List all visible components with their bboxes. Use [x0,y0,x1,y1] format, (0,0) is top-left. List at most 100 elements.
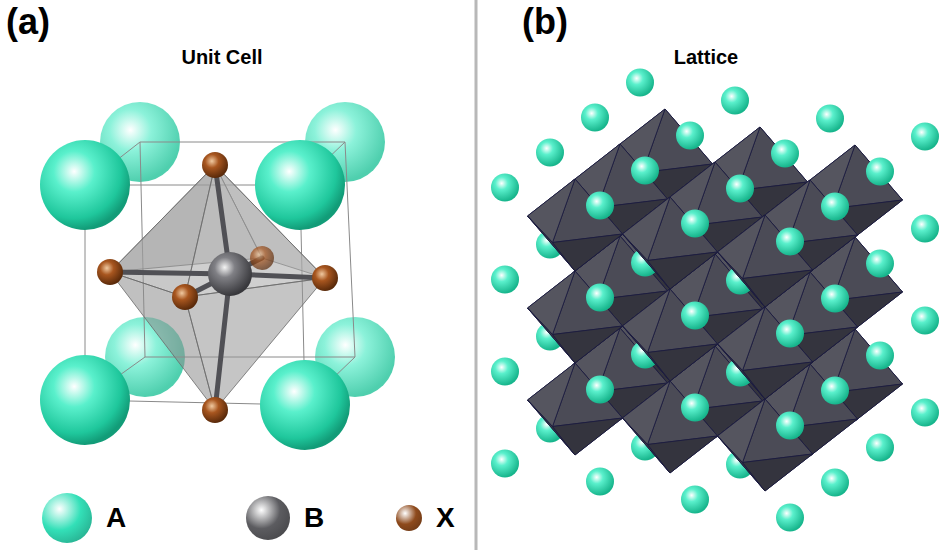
atom-sphere [586,192,614,220]
panel-divider [475,0,478,550]
octahedron-face [553,326,623,363]
a-site-atom [866,158,894,186]
a-site-atom [626,69,654,97]
atom-sphere [586,468,614,496]
legend-item: A [42,493,126,543]
a-site-atom [776,320,804,348]
octahedron-face [743,270,813,307]
a-site-atom [776,412,804,440]
panel-letter: (a) [6,2,50,42]
octahedron-face [718,399,766,463]
bx6-octahedron [718,215,813,307]
atom-sphere [911,123,939,151]
atom-sphere [821,377,849,405]
octahedron-face [648,344,718,381]
atom-sphere [776,228,804,256]
atom-sphere [631,157,659,185]
a-site-atom [821,377,849,405]
octahedron-outline [623,289,718,381]
octahedron-outline [528,363,623,455]
a-site-atom [776,504,804,532]
atom-sphere [491,174,519,202]
legend-swatch [246,496,290,540]
a-site-atom [821,285,849,313]
octahedron-face [743,362,813,399]
x-site-atom [202,152,228,178]
atom-sphere [866,250,894,278]
atom-sphere [491,266,519,294]
legend-item: X [396,503,455,534]
atom-sphere [676,122,704,150]
a-site-atom [586,284,614,312]
a-site-atom [866,250,894,278]
a-site-atom [776,228,804,256]
atom-sphere [866,342,894,370]
octahedron-outline [718,307,813,399]
a-site-atom [491,266,519,294]
x-site-atom [172,284,198,310]
atom-sphere [626,69,654,97]
x-site-atom [312,265,338,291]
a-site-atom [911,215,939,243]
legend-swatch [42,493,92,543]
bx6-octahedron [623,381,718,473]
octahedron-outline [718,399,813,491]
a-site-atom [866,342,894,370]
a-site-atom [586,468,614,496]
atom-sphere [866,158,894,186]
atom-sphere [726,175,754,203]
a-site-atom [40,355,130,445]
atom-sphere [771,140,799,168]
bx6-octahedron [528,363,623,455]
x-site-atom [97,259,123,285]
b-site-atom [208,252,252,296]
a-site-atom [676,122,704,150]
atom-sphere [721,87,749,115]
atom-sphere [776,320,804,348]
a-site-atom [821,469,849,497]
a-site-atom [491,358,519,386]
a-site-atom [866,434,894,462]
a-site-atom [681,394,709,422]
bx6-octahedron [623,197,718,289]
octahedron-face [528,271,576,335]
bx6-octahedron [528,179,623,271]
octahedron-face [718,307,766,371]
a-site-atom [40,140,130,230]
a-site-atom [911,399,939,427]
octahedron-face [528,363,576,427]
octahedron-face [718,215,766,279]
bx6-octahedron [528,271,623,363]
x-site-atom [202,397,228,423]
a-site-atom [911,307,939,335]
x-site-atom [250,246,274,270]
atom-sphere [911,215,939,243]
a-site-atom [681,302,709,330]
atom-sphere [581,104,609,132]
atom-sphere [536,139,564,167]
a-site-atom [911,123,939,151]
a-site-atom [631,157,659,185]
legend-label: A [106,503,126,534]
atom-sphere [586,376,614,404]
octahedron-face [553,418,623,455]
atom-sphere [681,486,709,514]
atom-sphere [816,105,844,133]
lattice-illustration [491,69,939,532]
panel-title: Unit Cell [181,46,262,68]
bx6-octahedron [718,307,813,399]
bx6-octahedron [623,289,718,381]
octahedron-outline [528,271,623,363]
octahedron-face [743,454,813,491]
atom-sphere [821,469,849,497]
atom-sphere [821,193,849,221]
a-site-atom [536,139,564,167]
atom-sphere [911,399,939,427]
a-site-atom [726,175,754,203]
atom-sphere [491,358,519,386]
a-site-atom [721,87,749,115]
octahedron-outline [623,197,718,289]
legend-label: B [304,503,324,534]
